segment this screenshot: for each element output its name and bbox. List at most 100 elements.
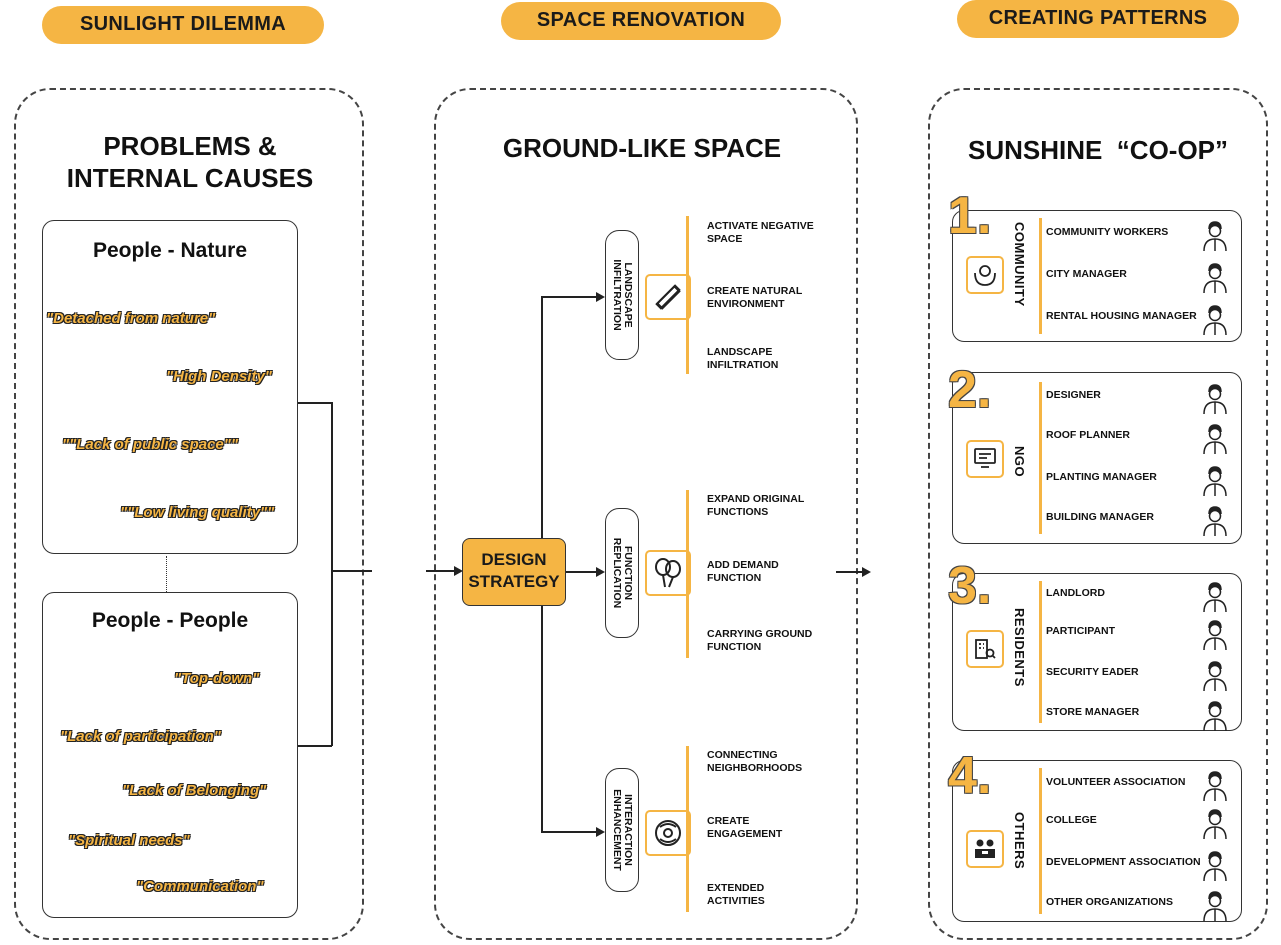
branch-3-arrow	[596, 827, 605, 837]
bracket-bottom	[298, 745, 332, 747]
group-number-4: 4.	[948, 747, 992, 805]
person-avatar-icon	[1202, 660, 1228, 692]
branch-1-arrow	[596, 292, 605, 302]
quote-lack-belonging: "Lack of Belonging"	[122, 782, 267, 799]
person-avatar-icon	[1202, 262, 1228, 294]
group-number-2: 2.	[948, 361, 992, 419]
group-number-3: 3.	[948, 557, 992, 615]
group-4-bar	[1039, 768, 1042, 914]
person-avatar-icon	[1202, 808, 1228, 840]
role-designer: DESIGNER	[1046, 389, 1101, 401]
role-development-association: DEVELOPMENT ASSOCIATION	[1046, 856, 1201, 868]
person-avatar-icon	[1202, 383, 1228, 415]
quote-detached-from-nature: "Detached from nature"	[46, 310, 216, 327]
person-avatar-icon	[1202, 770, 1228, 802]
role-volunteer-association: VOLUNTEER ASSOCIATION	[1046, 776, 1186, 788]
role-store-manager: STORE MANAGER	[1046, 706, 1140, 718]
quote-communication: "Communication"	[136, 878, 264, 895]
design-strategy-box: DESIGN STRATEGY	[462, 538, 566, 606]
interaction-icon	[645, 810, 691, 856]
role-community-workers: COMMUNITY WORKERS	[1046, 226, 1169, 238]
bracket-vertical	[331, 402, 333, 746]
person-avatar-icon	[1202, 581, 1228, 613]
pencil-ruler-icon	[645, 274, 691, 320]
people-people-title: People - People	[91, 609, 249, 632]
header-sunlight-dilemma: SUNLIGHT DILEMMA	[42, 6, 324, 44]
branch-3-line	[541, 831, 599, 833]
presentation-icon	[966, 440, 1004, 478]
arrow-in-line	[426, 570, 460, 572]
building-search-icon	[966, 630, 1004, 668]
group-label-residents: RESIDENTS	[1012, 608, 1027, 687]
branch-2-bar	[686, 490, 689, 658]
person-avatar-icon	[1202, 465, 1228, 497]
role-participant: PARTICIPANT	[1046, 625, 1116, 637]
group-label-ngo: NGO	[1012, 446, 1027, 478]
person-avatar-icon	[1202, 505, 1228, 537]
right-panel-title: SUNSHINE “CO-OP”	[967, 135, 1229, 165]
quote-spiritual-needs: "Spiritual needs"	[68, 832, 190, 849]
header-creating-patterns: CREATING PATTERNS	[957, 0, 1239, 38]
role-landlord: LANDLORD	[1046, 587, 1105, 599]
header-space-renovation: SPACE RENOVATION	[501, 2, 781, 40]
tree-trunk	[541, 296, 543, 538]
right-panel	[928, 88, 1268, 940]
branch-1-bar	[686, 216, 689, 374]
role-other-organizations: OTHER ORGANIZATIONS	[1046, 896, 1173, 908]
arrow-in-head	[454, 566, 463, 576]
role-rental-housing-manager: RENTAL HOUSING MANAGER	[1046, 310, 1197, 322]
group-1-bar	[1039, 218, 1042, 334]
branch-2-arrow	[596, 567, 605, 577]
person-avatar-icon	[1202, 423, 1228, 455]
group-2-bar	[1039, 382, 1042, 534]
people-people-box: People - People	[42, 592, 298, 918]
arrow-out-head	[862, 567, 871, 577]
group-3-bar	[1039, 581, 1042, 723]
balloons-icon	[645, 550, 691, 596]
people-group-icon	[966, 830, 1004, 868]
dotted-connector	[166, 556, 167, 592]
tree-trunk-lower	[541, 606, 543, 832]
person-avatar-icon	[1202, 850, 1228, 882]
person-avatar-icon	[1202, 890, 1228, 922]
people-nature-title: People - Nature	[92, 239, 248, 262]
branch-2-line	[566, 571, 599, 573]
people-nature-box: People - Nature	[42, 220, 298, 554]
quote-top-down: "Top-down"	[174, 670, 260, 687]
group-label-others: OTHERS	[1012, 812, 1027, 870]
role-security-eader: SECURITY EADER	[1046, 666, 1139, 678]
quote-lack-public-space: ""Lack of public space""	[62, 436, 238, 453]
branch-3-bar	[686, 746, 689, 912]
role-city-manager: CITY MANAGER	[1046, 268, 1127, 280]
group-number-1: 1.	[948, 187, 992, 245]
role-college: COLLEGE	[1046, 814, 1097, 826]
bracket-out	[332, 570, 372, 572]
person-avatar-icon	[1202, 700, 1228, 732]
quote-low-living-quality: ""Low living quality""	[120, 504, 275, 521]
middle-panel-title: GROUND-LIKE SPACE	[502, 133, 782, 163]
role-building-manager: BUILDING MANAGER	[1046, 511, 1154, 523]
hands-person-icon	[966, 256, 1004, 294]
left-panel-title: PROBLEMS & INTERNAL CAUSES	[66, 131, 314, 193]
role-planting-manager: PLANTING MANAGER	[1046, 471, 1157, 483]
quote-high-density: "High Density"	[166, 368, 272, 385]
left-panel	[14, 88, 364, 940]
person-avatar-icon	[1202, 619, 1228, 651]
arrow-out-line	[836, 571, 864, 573]
person-avatar-icon	[1202, 304, 1228, 336]
group-label-community: COMMUNITY	[1012, 222, 1027, 307]
bracket-top	[298, 402, 332, 404]
person-avatar-icon	[1202, 220, 1228, 252]
